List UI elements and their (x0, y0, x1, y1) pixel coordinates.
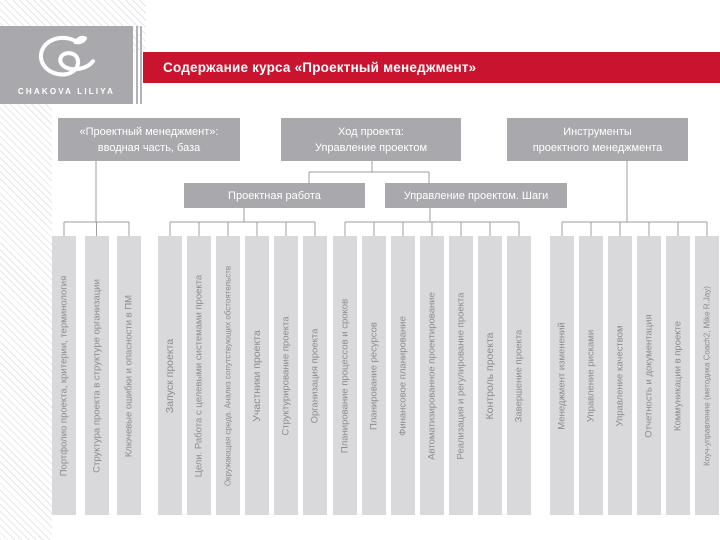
topic-bar: Портфолио проекта, критерии, терминологи… (52, 236, 76, 515)
section-header-management-steps-label: Управление проектом. Шаги (403, 189, 549, 202)
topic-label: Финансовое планирование (397, 315, 409, 436)
module-box-process-line1: Ход проекта: (338, 125, 404, 138)
topic-label: Коуч-управление (методика Coach2, Mike R… (702, 285, 712, 466)
topic-label: Контроль проекта (484, 332, 496, 419)
topic-label: Автоматизированное проектирование (426, 291, 438, 460)
topic-bar: Автоматизированное проектирование (420, 236, 444, 515)
brand-name: CHAKOVA LILIYA (17, 87, 116, 96)
section-header-project-work: Проектная работа (184, 183, 365, 208)
topic-bar: Ключевые ошибки и опасности в ПМ (117, 236, 141, 515)
topic-label: Управление рисками (585, 329, 597, 422)
topic-label: Планирование ресурсов (368, 321, 380, 430)
divider-line (136, 26, 138, 104)
topic-bar: Структура проекта в структуре организаци… (84, 236, 109, 515)
topic-bar: Коммуникации в проекте (666, 236, 690, 515)
topic-label: Коммуникации в проекте (672, 320, 684, 431)
topic-label: Менеджмент изменений (556, 321, 568, 430)
module-box-process-line2: Управление проектом (314, 141, 428, 154)
section-header-project-work-label: Проектная работа (228, 189, 321, 202)
module-box-tools-line2: проектного менеджмента (532, 141, 663, 154)
topic-bar: Участники проекта (245, 236, 269, 515)
topic-bar: Коуч-управление (методика Coach2, Mike R… (695, 236, 719, 515)
topic-bar: Финансовое планирование (391, 236, 415, 515)
topic-bar: Организация проекта (303, 236, 327, 515)
topic-bar: Завершение проекта (507, 236, 531, 515)
topic-label: Участники проекта (251, 329, 263, 422)
topic-bar: Цели. Работа с целевыми системами проект… (187, 236, 211, 515)
topic-label: Управление качеством (614, 325, 626, 426)
topic-label: Структура проекта в структуре организаци… (91, 278, 102, 473)
topic-label: Портфолио проекта, критерии, терминологи… (58, 275, 70, 476)
topic-label: Окружающая среда. Анализ сопутствующих о… (223, 265, 233, 486)
topic-bar: Запуск проекта (158, 236, 182, 515)
topic-bar: Планирование ресурсов (362, 236, 386, 515)
topic-label: Отчетность и документация (643, 313, 655, 438)
topic-bar: Менеджмент изменений (550, 236, 574, 515)
topic-label: Организация проекта (309, 328, 321, 423)
topic-bar: Реализация и регулирование проекта (449, 236, 473, 515)
module-box-tools-line1: Инструменты (563, 125, 632, 138)
module-box-tools: Инструменты проектного менеджмента (507, 118, 688, 161)
title-banner: Содержание курса «Проектный менеджмент» (143, 52, 720, 83)
topic-label: Реализация и регулирование проекта (455, 292, 467, 459)
topic-label: Ключевые ошибки и опасности в ПМ (123, 294, 135, 457)
section-header-management-steps: Управление проектом. Шаги (385, 183, 567, 208)
topic-bar: Управление качеством (608, 236, 632, 515)
topic-label: Завершение проекта (513, 329, 525, 422)
topic-label: Запуск проекта (164, 338, 176, 413)
topic-bar: Отчетность и документация (637, 236, 661, 515)
topic-label: Планирование процессов и сроков (339, 298, 351, 453)
module-box-process: Ход проекта: Управление проектом (281, 118, 461, 161)
divider-line (140, 26, 142, 104)
topic-bar: Планирование процессов и сроков (333, 236, 357, 515)
logo: CHAKOVA LILIYA (0, 26, 133, 104)
topic-bar: Окружающая среда. Анализ сопутствующих о… (216, 236, 240, 515)
topic-bar: Контроль проекта (478, 236, 502, 515)
logo-swirl-icon (38, 35, 96, 77)
topic-bar: Структурирование проекта (274, 236, 298, 515)
slide-title: Содержание курса «Проектный менеджмент» (163, 60, 477, 75)
topic-label: Структурирование проекта (280, 315, 292, 436)
topic-bar: Управление рисками (579, 236, 603, 515)
module-box-intro-line2: вводная часть, база (97, 141, 201, 154)
topic-label: Цели. Работа с целевыми системами проект… (193, 274, 205, 477)
module-box-intro-line1: «Проектный менеджмент»: (79, 125, 219, 138)
module-box-intro: «Проектный менеджмент»: вводная часть, б… (58, 118, 240, 161)
